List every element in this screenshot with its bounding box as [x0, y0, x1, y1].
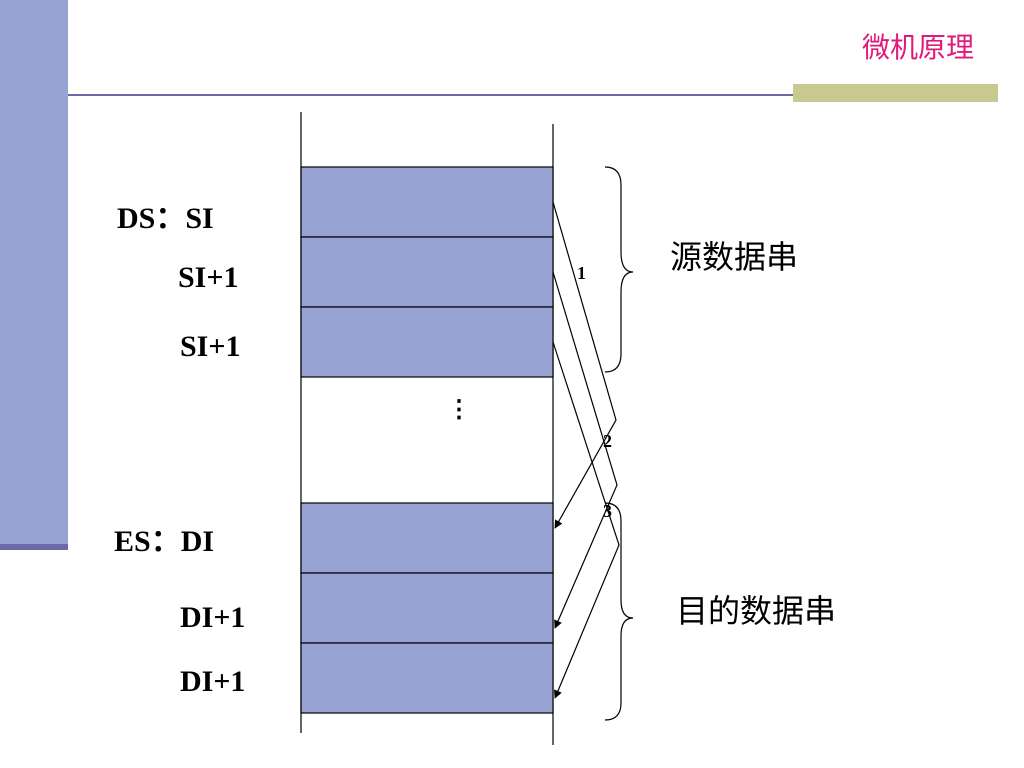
source-group-label: 源数据串 [670, 238, 799, 276]
sidebar-band [0, 0, 68, 546]
step-number-2: 2 [603, 431, 612, 451]
source-label-3: SI+1 [180, 330, 241, 363]
sidebar-edge [0, 544, 68, 550]
transfer-arrow-2 [552, 271, 618, 629]
dest-label-1: ES：DI [114, 525, 215, 558]
page-title: 微机原理 [861, 31, 974, 64]
transfer-arrow-3 [552, 341, 620, 699]
memory-cell-dest-3 [300, 642, 554, 714]
memory-cell-source-1 [300, 166, 554, 238]
header-rule [68, 94, 998, 96]
memory-cell-source-3 [300, 306, 554, 378]
dest-brace [604, 502, 634, 721]
memory-cell-dest-2 [300, 572, 554, 644]
memory-ellipsis: ⋮ [447, 397, 471, 423]
source-label-2: SI+1 [178, 261, 239, 294]
header-accent-bar [793, 84, 998, 102]
step-number-1: 1 [577, 263, 586, 283]
source-label-1: DS：SI [117, 202, 214, 235]
step-number-3: 3 [603, 501, 612, 521]
transfer-arrow-1 [552, 201, 617, 529]
memory-cell-dest-1 [300, 502, 554, 574]
dest-label-3: DI+1 [180, 665, 246, 698]
dest-label-2: DI+1 [180, 601, 246, 634]
source-brace [604, 166, 634, 373]
memory-cell-source-2 [300, 236, 554, 308]
dest-group-label: 目的数据串 [676, 592, 837, 630]
